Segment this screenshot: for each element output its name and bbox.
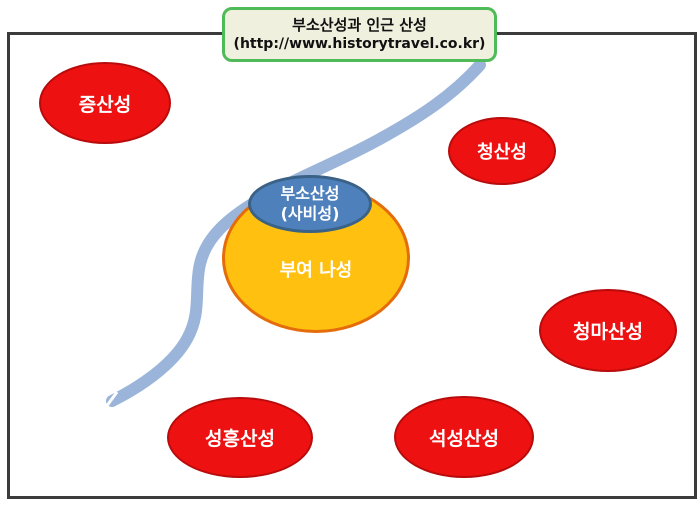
title-box: 부소산성과 인근 산성 (http://www.historytravel.co…	[222, 7, 497, 62]
diagram-title: 부소산성과 인근 산성	[292, 15, 427, 34]
fortress-label: 성흥산성	[205, 428, 275, 450]
fortress-node-cheongmasanseong: 청마산성	[539, 289, 677, 372]
node-busosanseong-sabiseong: 부소산성 (사비성)	[248, 175, 372, 233]
diagram-subtitle-url: (http://www.historytravel.co.kr)	[233, 36, 486, 53]
node-label-line2: (사비성)	[280, 204, 340, 223]
fortress-label: 석성산성	[429, 427, 499, 450]
fortress-label: 증산성	[78, 93, 132, 116]
fortress-node-cheongsanseong: 청산성	[448, 117, 556, 185]
node-label: 부여 나성	[279, 260, 353, 281]
fortress-node-seongheungsanseong: 성흥산성	[167, 397, 313, 478]
node-label-line1: 부소산성	[280, 184, 340, 203]
fortress-node-jeungsanseong: 증산성	[39, 62, 171, 144]
fortress-node-seokseongsanseong: 석성산성	[394, 396, 534, 478]
fortress-label: 청산성	[477, 142, 527, 163]
fortress-label: 청마산성	[573, 321, 643, 343]
